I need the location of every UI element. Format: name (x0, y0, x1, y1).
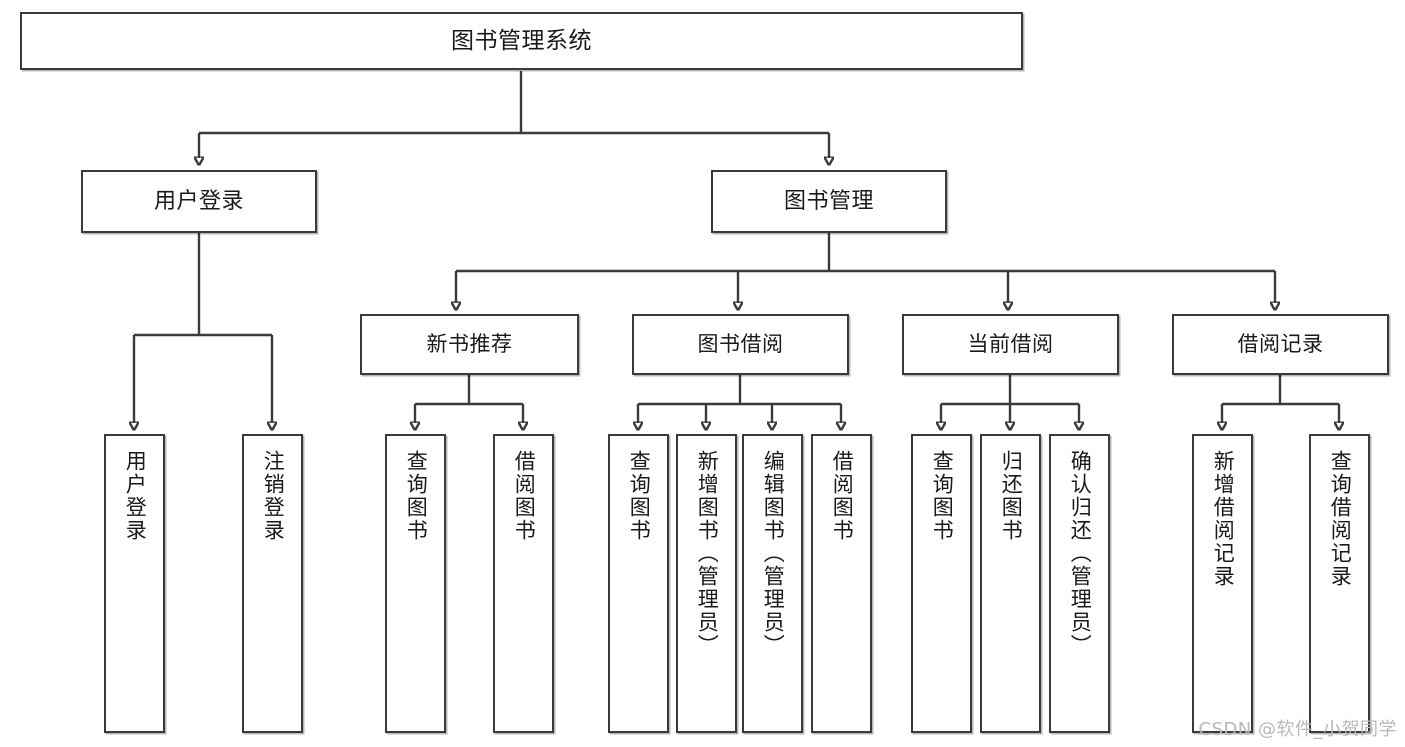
leaf-book-borrow-edit[interactable]: 编辑图书（管理员） (742, 434, 803, 733)
watermark: CSDN @软件_小贺同学 (1198, 719, 1397, 740)
node-root-system[interactable]: 图书管理系统 (20, 12, 1023, 70)
node-label: 新书推荐 (426, 332, 513, 357)
node-label: 查询借阅记录 (1328, 450, 1353, 588)
leaf-book-borrow-borrow[interactable]: 借阅图书 (811, 434, 872, 733)
node-label: 查询图书 (627, 450, 652, 542)
node-label: 归还图书 (999, 450, 1024, 542)
leaf-book-borrow-add[interactable]: 新增图书（管理员） (676, 434, 737, 733)
node-label: 新增图书（管理员） (695, 450, 720, 657)
leaf-user-login-logout[interactable]: 注销登录 (242, 434, 303, 733)
node-label: 图书借阅 (697, 332, 784, 357)
node-label: 确认归还（管理员） (1068, 450, 1093, 657)
node-label: 借阅记录 (1237, 332, 1324, 357)
node-label: 查询图书 (404, 450, 429, 542)
node-label: 借阅图书 (830, 450, 855, 542)
node-label: 当前借阅 (967, 332, 1054, 357)
node-new-book-recommend[interactable]: 新书推荐 (360, 314, 579, 375)
node-label: 用户登录 (123, 450, 148, 542)
leaf-current-borrow-return[interactable]: 归还图书 (980, 434, 1041, 733)
node-borrow-record[interactable]: 借阅记录 (1172, 314, 1389, 375)
leaf-borrow-record-add[interactable]: 新增借阅记录 (1192, 434, 1253, 733)
node-label: 新增借阅记录 (1211, 450, 1236, 588)
leaf-current-borrow-confirm-return[interactable]: 确认归还（管理员） (1049, 434, 1110, 733)
node-label: 图书管理系统 (451, 27, 592, 54)
node-current-borrow[interactable]: 当前借阅 (902, 314, 1119, 375)
leaf-new-book-borrow[interactable]: 借阅图书 (493, 434, 554, 733)
node-user-login[interactable]: 用户登录 (81, 170, 317, 233)
leaf-current-borrow-query[interactable]: 查询图书 (911, 434, 972, 733)
node-book-borrow[interactable]: 图书借阅 (632, 314, 849, 375)
node-label: 查询图书 (930, 450, 955, 542)
leaf-new-book-query[interactable]: 查询图书 (385, 434, 446, 733)
leaf-borrow-record-query[interactable]: 查询借阅记录 (1309, 434, 1370, 733)
node-label: 用户登录 (153, 188, 244, 214)
node-label: 图书管理 (783, 188, 874, 214)
node-label: 注销登录 (261, 450, 286, 542)
leaf-user-login-login[interactable]: 用户登录 (104, 434, 165, 733)
leaf-book-borrow-query[interactable]: 查询图书 (608, 434, 669, 733)
node-book-management[interactable]: 图书管理 (711, 170, 947, 233)
node-label: 编辑图书（管理员） (761, 450, 786, 657)
node-label: 借阅图书 (512, 450, 537, 542)
